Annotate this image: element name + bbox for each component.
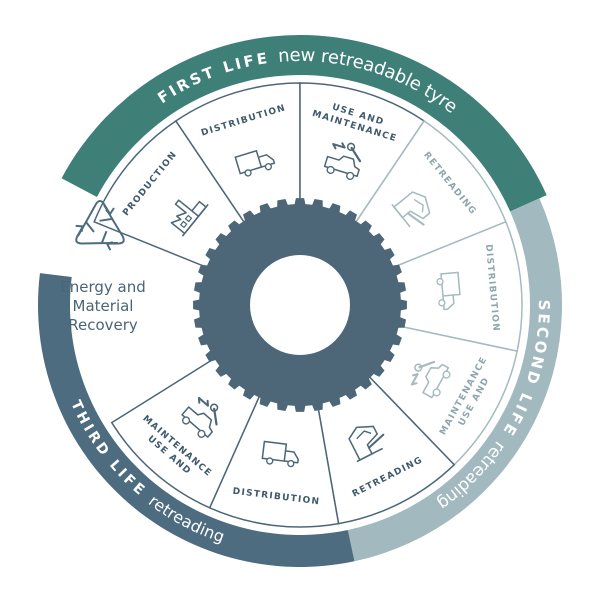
retreading-machine-icon xyxy=(348,425,385,463)
energy-material-recovery-label: Energy and Material Recovery xyxy=(40,278,166,335)
truck-icon xyxy=(436,271,461,311)
recovery-line-3: Recovery xyxy=(68,316,138,334)
tow-truck-wrench-icon xyxy=(410,360,451,399)
factory-icon xyxy=(170,199,209,237)
tyre-graphic xyxy=(193,198,407,412)
recycle-icon xyxy=(75,200,125,251)
truck-icon xyxy=(261,440,299,468)
tow-truck-wrench-icon xyxy=(323,142,362,180)
recovery-line-2: Material xyxy=(72,297,134,315)
truck-icon xyxy=(234,149,276,177)
segment-third-life-7: RETREADING xyxy=(313,361,456,525)
tow-truck-wrench-icon xyxy=(181,396,219,438)
retreading-machine-icon xyxy=(391,191,431,228)
recovery-line-1: Energy and xyxy=(60,278,146,296)
